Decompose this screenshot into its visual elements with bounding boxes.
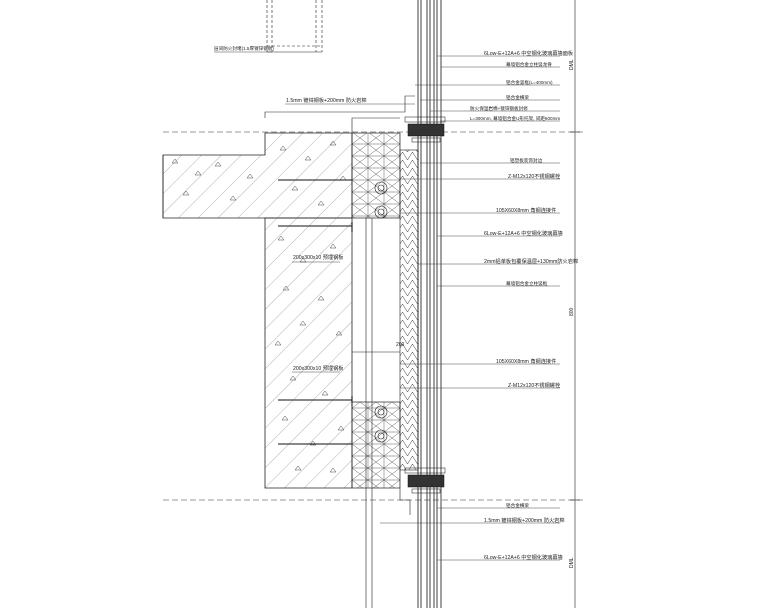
annotation-firestop-seal: 防火保温岩棉+镀锌钢板封修	[470, 105, 528, 112]
insulation-layer	[399, 149, 419, 471]
firestop-insulation-top	[351, 132, 401, 219]
transom-bottom	[404, 467, 446, 494]
annotation-labels-left: 层间防火封堵(1.5厚镀锌钢板) 1.5mm 镀锌钢板+200mm 防火岩棉 2…	[214, 45, 367, 372]
annotation-interfloor-firestop: 层间防火封堵(1.5厚镀锌钢板)	[214, 45, 274, 52]
annotation-trim-panel: 铝塑板装饰封边	[510, 157, 543, 164]
leader-lines-right	[380, 55, 560, 561]
annotation-bolt-bottom: Z-M12x120不锈钢螺栓	[508, 381, 561, 389]
leader-lines-left	[214, 51, 415, 373]
annotation-embed-plate-top: 200x300x10 预埋钢板	[293, 253, 344, 261]
annotation-angle-top: 105X60X8mm 角钢连接件	[496, 206, 556, 214]
dimension-top: DML	[569, 59, 575, 70]
inner-lining	[352, 218, 400, 608]
annotation-glass-top: 6Low-E+12A+6 中空钢化玻璃幕墙面板	[484, 49, 574, 57]
transom-top	[404, 116, 446, 143]
concrete-aggregate	[171, 140, 347, 473]
annotation-aluminium-frame: 铝合金竖框(L=400mm)	[506, 79, 553, 86]
dimension-line	[570, 0, 580, 608]
dimension-inner: 200	[396, 342, 405, 348]
annotation-u-bracket: L=300mm, 幕墙铝合金U形托架, 间距600mm	[470, 115, 560, 122]
dimension-labels: DML 800 DML 200	[396, 59, 575, 568]
annotation-glass-middle: 6Low-E+12A+6 中空钢化玻璃幕墙	[484, 229, 563, 237]
annotation-bolt-top: Z-M12x120不锈钢螺栓	[508, 172, 561, 180]
upper-reference-lines	[266, 0, 323, 53]
annotation-transom-bottom: 铝合金横梁	[506, 502, 529, 509]
annotation-mullion-top: 幕墙铝合金立柱竖龙骨	[506, 61, 552, 68]
level-lines	[163, 131, 585, 501]
bottom-flashing	[399, 488, 411, 515]
annotation-labels-right: 6Low-E+12A+6 中空钢化玻璃幕墙面板 幕墙铝合金立柱竖龙骨 铝合金竖框…	[470, 49, 578, 561]
top-flashing	[264, 95, 415, 133]
annotation-panel-insulation: 2mm铝单板包覆保温层+130mm防火岩棉	[484, 257, 578, 265]
annotation-mullion-middle: 幕墙铝合金立柱竖框	[506, 280, 548, 287]
curtain-wall-mullion	[417, 0, 442, 608]
annotation-embed-plate-bottom: 200x300x10 预埋钢板	[293, 364, 344, 372]
dimension-bottom: DML	[569, 557, 575, 568]
annotation-steel-plate-top: 1.5mm 镀锌钢板+200mm 防火岩棉	[286, 96, 367, 104]
annotation-steel-plate-bottom: 1.5mm 镀锌钢板+200mm 防火岩棉	[484, 516, 565, 524]
annotation-transom-top: 铝合金横梁	[506, 94, 529, 101]
annotation-glass-bottom: 6Low-E+12A+6 中空钢化玻璃幕墙	[484, 553, 563, 561]
dimension-middle: 800	[569, 307, 575, 316]
embed-plates	[278, 179, 353, 445]
bolt-circles	[374, 181, 388, 443]
annotation-angle-bottom: 105X60X8mm 角钢连接件	[496, 357, 556, 365]
